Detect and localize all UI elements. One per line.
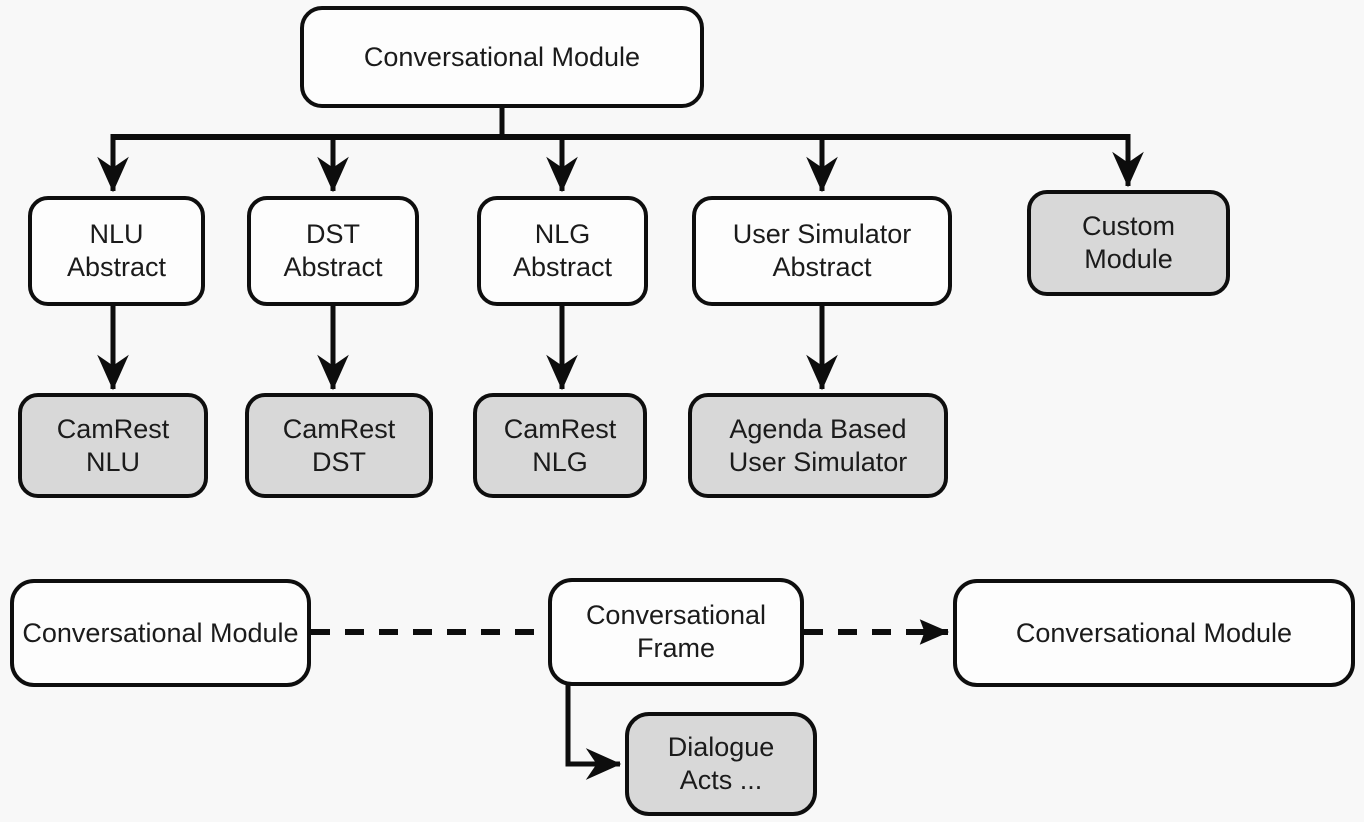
node-label: Agenda Based User Simulator xyxy=(728,413,908,477)
node-dst-abstract: DST Abstract xyxy=(247,196,419,306)
node-custom-module: Custom Module xyxy=(1027,190,1230,296)
node-conversational-frame: Conversational Frame xyxy=(548,578,804,686)
node-nlu-abstract: NLU Abstract xyxy=(28,196,205,306)
node-label: NLG Abstract xyxy=(512,219,613,282)
edge-frame-to-dialogue-acts xyxy=(565,684,622,780)
node-conversational-module-right: Conversational Module xyxy=(953,579,1355,687)
node-label: Conversational Frame xyxy=(585,600,767,663)
node-label: Conversational Module xyxy=(363,41,641,72)
node-camrest-nlg: CamRest NLG xyxy=(473,393,647,498)
node-conversational-module-root: Conversational Module xyxy=(300,6,704,108)
node-label: CamRest NLU xyxy=(56,413,170,477)
node-label: CamRest NLG xyxy=(503,413,617,477)
node-agenda-based-user-simulator: Agenda Based User Simulator xyxy=(688,393,948,498)
node-conversational-module-left: Conversational Module xyxy=(10,579,311,687)
node-camrest-dst: CamRest DST xyxy=(245,393,433,498)
node-camrest-nlu: CamRest NLU xyxy=(18,393,208,498)
node-nlg-abstract: NLG Abstract xyxy=(477,196,648,306)
node-label: DST Abstract xyxy=(283,219,383,282)
node-label: Custom Module xyxy=(1081,211,1176,274)
node-label: Conversational Module xyxy=(22,617,299,648)
node-label: Dialogue Acts ... xyxy=(667,732,775,795)
node-label: NLU Abstract xyxy=(66,219,167,282)
node-user-simulator-abstract: User Simulator Abstract xyxy=(692,196,952,306)
node-label: Conversational Module xyxy=(1015,617,1293,648)
node-label: CamRest DST xyxy=(282,413,396,477)
node-label: User Simulator Abstract xyxy=(732,219,912,282)
node-dialogue-acts: Dialogue Acts ... xyxy=(625,712,817,816)
